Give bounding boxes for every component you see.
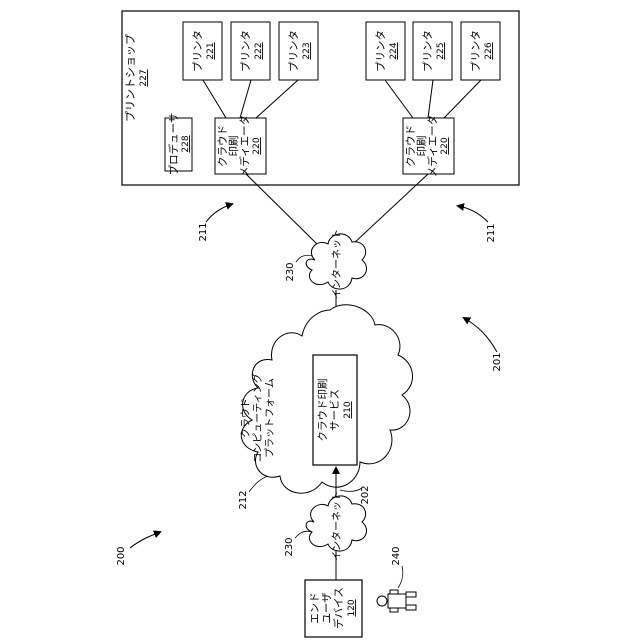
cloud-platform-line2: コンピューティング: [251, 373, 264, 462]
user-num: 240: [391, 546, 402, 565]
user-figure-icon: [377, 590, 416, 612]
printer-label: プリンタ: [288, 30, 300, 72]
print-service-line2: サービス: [329, 389, 341, 431]
mediator-left: クラウド 印刷 メディエータ 220: [215, 115, 266, 177]
printer-connectors: [203, 80, 481, 118]
printer-label: プリンタ: [192, 30, 204, 72]
printer-num: 224: [389, 42, 399, 59]
cloud-platform-num: 212: [238, 490, 249, 509]
end-user-num: 120: [347, 599, 357, 616]
mediator-line3: メディエータ: [238, 115, 251, 177]
leader-202: [340, 488, 362, 491]
cloud-platform-line1: クラウド: [240, 398, 252, 438]
printer-226: プリンタ 226: [461, 22, 500, 80]
system-ref: 201: [492, 352, 503, 371]
internet-bottom-num: 230: [284, 537, 295, 556]
print-shop-label: プリントショップ: [124, 34, 137, 122]
leader-240: [398, 566, 403, 588]
mediator-num: 220: [440, 137, 450, 154]
figure-number: 200: [116, 546, 127, 565]
mediator-line3: メディエータ: [426, 115, 439, 177]
printer-num: 223: [302, 42, 312, 59]
internet-top-num: 230: [285, 262, 296, 281]
mediator-right: クラウド 印刷 メディエータ 220: [403, 115, 454, 177]
end-user-line3: デバイス: [332, 587, 345, 629]
end-user-line1: エンド: [309, 592, 321, 624]
printer-223: プリンタ 223: [279, 22, 318, 80]
printer-label: プリンタ: [470, 30, 482, 72]
printer-label: プリンタ: [375, 30, 387, 72]
cloud-platform-line3: プラットフォーム: [264, 378, 276, 458]
print-service-num: 210: [343, 401, 353, 418]
arrow-211-right: [458, 206, 488, 222]
printer-221: プリンタ 221: [183, 22, 222, 80]
arrow-211-left: [206, 204, 232, 222]
print-service-line1: クラウド印刷: [316, 379, 329, 442]
internet-label: インターネット: [331, 491, 343, 561]
printer-num: 221: [206, 42, 216, 59]
printer-label: プリンタ: [422, 30, 434, 72]
print-shop-num: 227: [139, 69, 149, 86]
system-arrow: [464, 318, 497, 352]
ref-211-right: 211: [486, 223, 497, 242]
figure-arrow: [130, 532, 160, 548]
end-user-line2: ユーザ: [321, 592, 333, 624]
producer-num: 228: [181, 135, 191, 152]
print-shop-box: [122, 11, 519, 185]
printer-222: プリンタ 222: [231, 22, 270, 80]
printer-label: プリンタ: [240, 30, 252, 72]
printer-num: 222: [254, 42, 264, 59]
printer-num: 226: [484, 42, 494, 59]
producer-label: プロデューサ: [167, 113, 180, 176]
printer-224: プリンタ 224: [366, 22, 405, 80]
internet-label: インターネット: [331, 229, 343, 299]
leader-212: [249, 476, 268, 492]
ref-211-left: 211: [198, 222, 209, 241]
printer-225: プリンタ 225: [413, 22, 452, 80]
mediator-num: 220: [252, 137, 262, 154]
printer-num: 225: [436, 42, 446, 59]
